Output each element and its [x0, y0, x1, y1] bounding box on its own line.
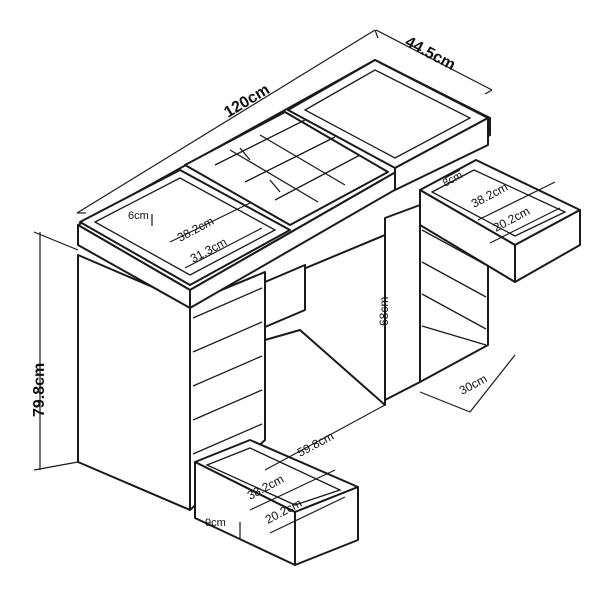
left-pulled-drawer[interactable]: [194, 439, 359, 566]
center-organizer[interactable]: [184, 111, 389, 226]
dimension-knee-width: 59.8cm: [264, 404, 386, 471]
label-height-total: 79.8cm: [31, 363, 48, 417]
label-tray-depth: 6cm: [128, 210, 149, 222]
dimension-knee-height: 68cm: [377, 240, 391, 400]
left-pedestal-drawers: [192, 287, 263, 455]
label-width-total: 120cm: [221, 81, 272, 121]
center-drawer[interactable]: [264, 264, 306, 328]
dimension-height-total: 79.8cm: [31, 231, 79, 471]
label-left-drawer-height: 9cm: [205, 517, 226, 529]
left-tray[interactable]: [79, 169, 291, 286]
right-mirror-box-front: [394, 117, 489, 191]
label-knee-height: 68cm: [377, 297, 391, 326]
label-knee-width: 59.8cm: [295, 429, 336, 460]
label-depth: 44.5cm: [402, 34, 458, 74]
right-pulled-drawer[interactable]: [419, 159, 581, 283]
organizer-dividers: [214, 119, 361, 203]
